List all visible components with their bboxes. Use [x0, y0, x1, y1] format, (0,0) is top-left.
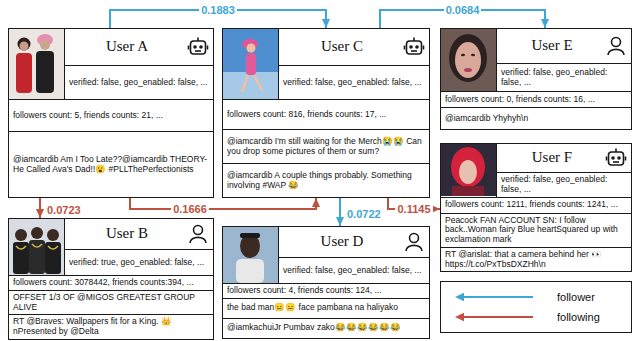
user-card: User Everified: false, geo_enabled: fals… [440, 28, 632, 130]
follower-stats: followers count: 816, friends counts: 17… [223, 99, 429, 129]
tweet-text: RT @arislat: that a camera behind her 👀 … [441, 247, 631, 272]
edge-weight: 0.0723 [45, 204, 83, 217]
legend-entry: follower [447, 287, 625, 307]
follower-stats: followers count: 1211, friends counts: 1… [441, 197, 631, 213]
legend-entry: following [447, 307, 625, 327]
follow-connector [339, 198, 341, 226]
legend-text: following [557, 311, 600, 323]
edge-weight: 0.1145 [395, 203, 432, 216]
user-card: User Bverified: true, geo_enabled: false… [8, 218, 214, 340]
avatar-image [223, 227, 278, 283]
user-card: User Averified: false, geo_enabled: fals… [8, 28, 214, 198]
profile-flags: verified: false, geo_enabled: false, ... [64, 65, 213, 99]
user-name: User F [496, 144, 631, 172]
tweet-text: @iamcardib Am I Too Late??@iamcardib THE… [9, 131, 213, 197]
user-name: User C [278, 29, 429, 65]
legend-line [461, 316, 533, 318]
profile-flags: verified: false, geo_enabled: false, ... [496, 172, 631, 197]
tweet-text: Peacock FAN ACCOUNT SN: I follow back..W… [441, 213, 631, 247]
profile-flags: verified: false, geo_enabled: false, ... [278, 65, 429, 99]
follower-stats: followers count: 4, friends counts: 124,… [223, 283, 429, 298]
legend-line [461, 296, 533, 298]
user-card: User Cverified: false, geo_enabled: fals… [222, 28, 430, 198]
follow-connector [130, 198, 316, 209]
avatar-image [9, 219, 64, 275]
legend-sample [455, 312, 535, 322]
profile-flags: verified: false, geo_enabled: false, ... [496, 63, 631, 91]
avatar-image [441, 29, 496, 91]
user-name: User B [64, 219, 213, 249]
follow-connector [110, 10, 326, 28]
tweet-text: @iamcardib Yhyhyh\n [441, 107, 631, 129]
bot-icon [189, 38, 208, 55]
person-icon [608, 38, 624, 56]
legend-arrowhead [455, 313, 464, 321]
user-card: User Fverified: false, geo_enabled: fals… [440, 143, 632, 272]
user-name: User D [278, 227, 429, 257]
edge-weight: 0.1883 [199, 4, 237, 17]
follower-stats: followers count: 0, friends counts: 16, … [441, 91, 631, 107]
user-card: User Dverified: false, geo_enabled: fals… [222, 226, 430, 339]
tweet-text: @iamcardib A couple things probably. Som… [223, 163, 429, 197]
edge-weight: 0.0722 [345, 208, 383, 221]
tweet-text: @iamcardib I'm still waiting for the Mer… [223, 129, 429, 163]
edge-weight: 0.0684 [444, 4, 482, 17]
tweet-text: RT @Braves: Wallpapers fit for a King. 👑… [9, 314, 213, 339]
legend: follower following [440, 281, 632, 333]
legend-arrowhead [455, 293, 464, 301]
follower-stats: followers count: 5, friends counts: 21, … [9, 99, 213, 131]
avatar-image [441, 144, 496, 196]
user-name: User E [496, 29, 631, 63]
tweet-text: the bad man😑😑 face pambana na haliyako [223, 298, 429, 318]
follow-connector [39, 198, 41, 218]
follower-stats: followers count: 3078442, friends counts… [9, 275, 213, 290]
follow-connector [388, 198, 440, 209]
person-icon [406, 234, 422, 252]
avatar-image [223, 29, 278, 99]
user-name: User A [64, 29, 213, 65]
edge-weight: 0.1666 [171, 203, 209, 216]
profile-flags: verified: true, geo_enabled: false, ... [64, 249, 213, 275]
follow-connector [380, 10, 545, 28]
bot-icon [607, 149, 626, 166]
bot-icon [405, 38, 424, 55]
profile-flags: verified: false, geo_enabled: false, ... [278, 257, 429, 283]
avatar-image [9, 29, 64, 99]
legend-text: follower [557, 291, 595, 303]
legend-sample [455, 292, 535, 302]
tweet-text: OFFSET 1/3 OF @MIGOS GREATEST GROUP ALIV… [9, 290, 213, 315]
tweet-text: @iamkachuiJr Pumbav zako😂😂😂😂😂😂 [223, 318, 429, 338]
person-icon [190, 226, 206, 244]
